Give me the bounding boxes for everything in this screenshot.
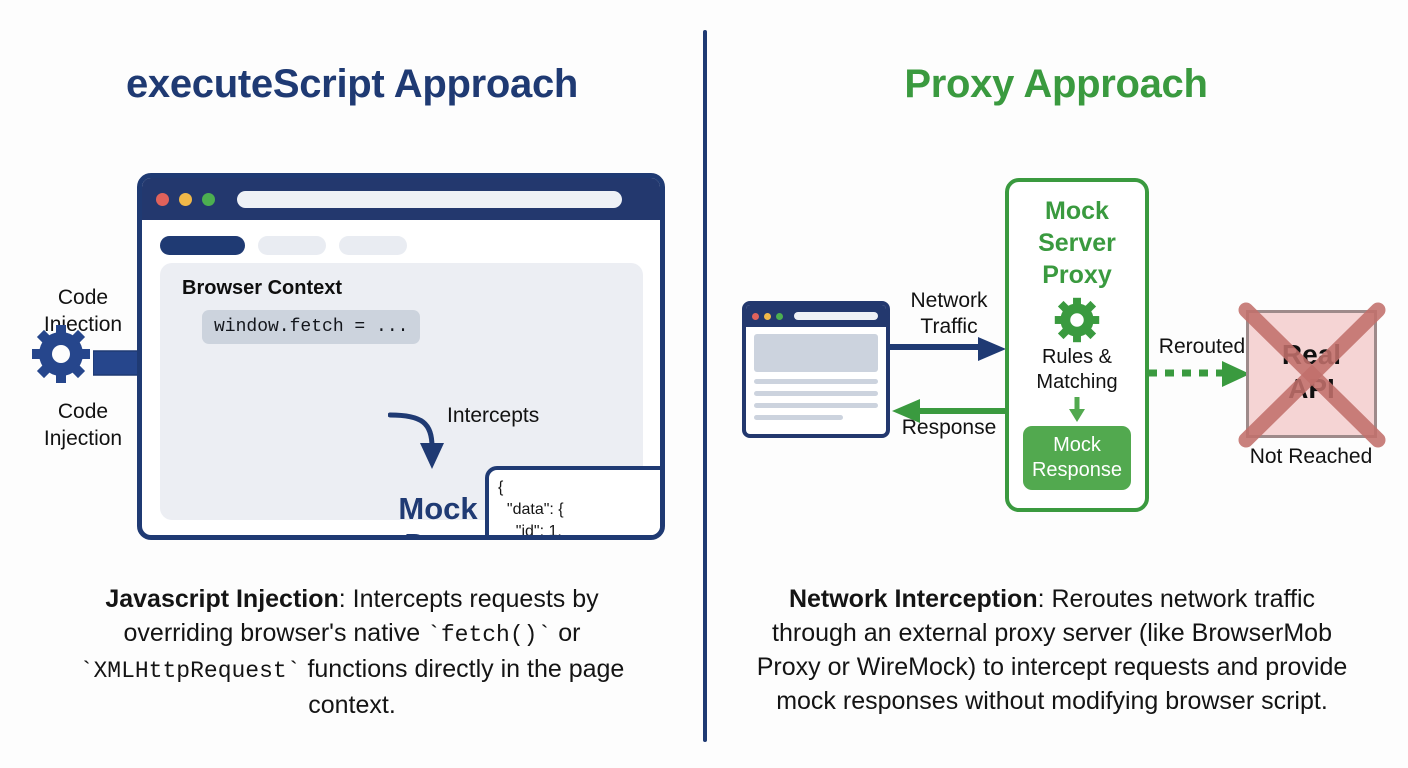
left-caption-code-1: `fetch()` [427, 622, 552, 648]
mini-browser-titlebar [746, 305, 886, 327]
left-caption-rest-1: : Intercepts requests by overriding brow… [123, 585, 599, 647]
close-dot-icon[interactable] [156, 192, 169, 206]
tab-strip [142, 220, 660, 255]
left-caption-bold: Javascript Injection [105, 585, 339, 613]
rerouted-arrow-icon [1148, 361, 1250, 387]
mini-hero-block [754, 334, 878, 372]
gear-icon [32, 325, 90, 383]
left-caption-code-2: `XMLHttpRequest` [79, 658, 301, 684]
tab-2[interactable] [258, 236, 326, 255]
minimize-dot-icon[interactable] [179, 192, 192, 206]
mock-server-proxy-box: Mock Server Proxy Rules & Matching Mock … [1005, 178, 1149, 512]
maximize-dot-icon[interactable] [202, 192, 215, 206]
mini-url-bar [794, 312, 878, 320]
rules-to-response-arrow-icon [1069, 397, 1085, 422]
mini-text-line [754, 391, 878, 396]
not-reached-label: Not Reached [1249, 445, 1373, 468]
response-label: Response [901, 416, 997, 439]
intercepts-arrow-icon [388, 412, 444, 469]
browser-context-title: Browser Context [182, 277, 343, 299]
intercepts-label: Intercepts [447, 404, 540, 427]
mock-json-box: { "data": { "id": 1, "value": "mocked" } [485, 466, 660, 535]
crossed-out-icon [1238, 302, 1386, 448]
left-caption-rest-2: or [551, 619, 581, 647]
left-caption-rest-3: functions directly in the page context. [300, 655, 625, 719]
network-traffic-label: Network Traffic [910, 289, 988, 338]
right-caption: Network Interception: Reroutes network t… [752, 582, 1352, 718]
tab-1[interactable] [160, 236, 245, 255]
left-caption: Javascript Injection: Intercepts request… [52, 582, 652, 722]
rules-matching-label: Rules & Matching [1036, 346, 1118, 393]
response-arrow-icon [892, 399, 1010, 423]
browser-window: Browser Context window.fetch = ... Inter… [137, 173, 665, 540]
mini-text-line [754, 415, 844, 420]
url-bar[interactable] [237, 190, 622, 208]
gear-icon [1054, 297, 1100, 343]
mini-text-line [754, 403, 878, 408]
tab-3[interactable] [339, 236, 407, 255]
left-panel-title: executeScript Approach [125, 62, 579, 106]
mock-response-badge: Mock Response [1023, 426, 1131, 490]
code-injection-label-bottom: Code Injection [43, 400, 123, 450]
mock-data-label: Mock Data [398, 491, 478, 535]
browser-context-panel: Browser Context window.fetch = ... Inter… [160, 263, 660, 535]
mini-text-line [754, 379, 878, 384]
client-browser-icon [742, 301, 890, 438]
mini-close-dot-icon [752, 312, 759, 320]
panel-divider [703, 30, 707, 742]
code-chip: window.fetch = ... [202, 310, 421, 344]
network-traffic-arrow-icon [888, 337, 1006, 361]
right-caption-rest: : Reroutes network traffic through an ex… [756, 585, 1348, 715]
mini-maximize-dot-icon [776, 312, 783, 320]
right-panel-title: Proxy Approach [904, 62, 1208, 106]
right-caption-bold: Network Interception [788, 585, 1038, 613]
mini-minimize-dot-icon [764, 312, 771, 320]
rerouted-label: Rerouted [1158, 335, 1246, 358]
mini-browser-body [746, 327, 886, 420]
browser-titlebar [142, 178, 660, 220]
proxy-title: Mock Server Proxy [1038, 197, 1116, 289]
